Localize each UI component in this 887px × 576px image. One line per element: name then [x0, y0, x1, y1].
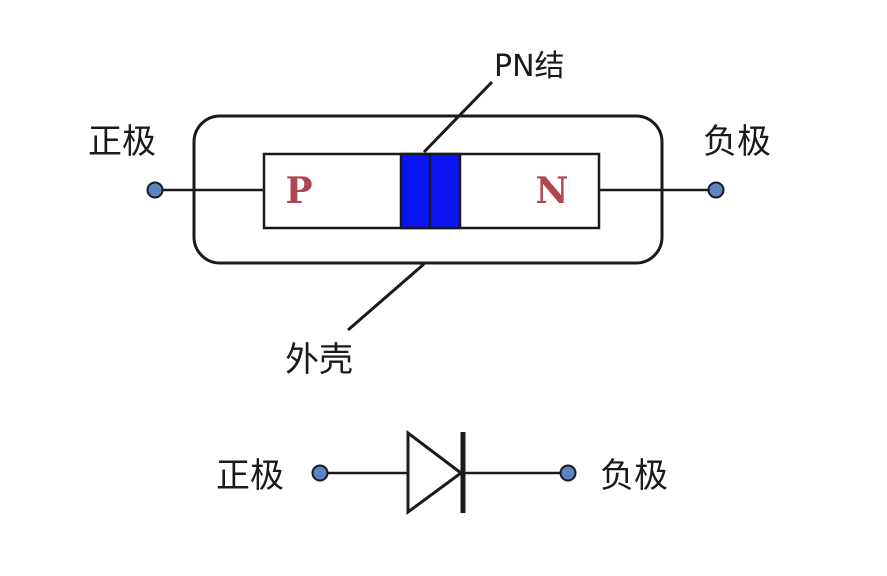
anode-terminal — [146, 181, 164, 199]
symbol-cathode-terminal — [559, 464, 577, 482]
anode-label: 正极 — [88, 122, 156, 162]
p-region-label: P — [285, 170, 312, 212]
symbol-anode-label: 正极 — [216, 456, 284, 496]
pn-junction-label: PN结 — [494, 49, 565, 84]
diode-triangle — [406, 429, 464, 515]
cathode-terminal — [707, 181, 725, 199]
casing-pointer — [347, 262, 425, 332]
cathode-label: 负极 — [703, 122, 771, 162]
pn-junction-pointer — [422, 80, 494, 154]
symbol-cathode-label: 负极 — [600, 456, 668, 496]
casing-label: 外壳 — [285, 340, 353, 380]
n-region-label: N — [536, 170, 569, 212]
symbol-anode-terminal — [311, 464, 329, 482]
